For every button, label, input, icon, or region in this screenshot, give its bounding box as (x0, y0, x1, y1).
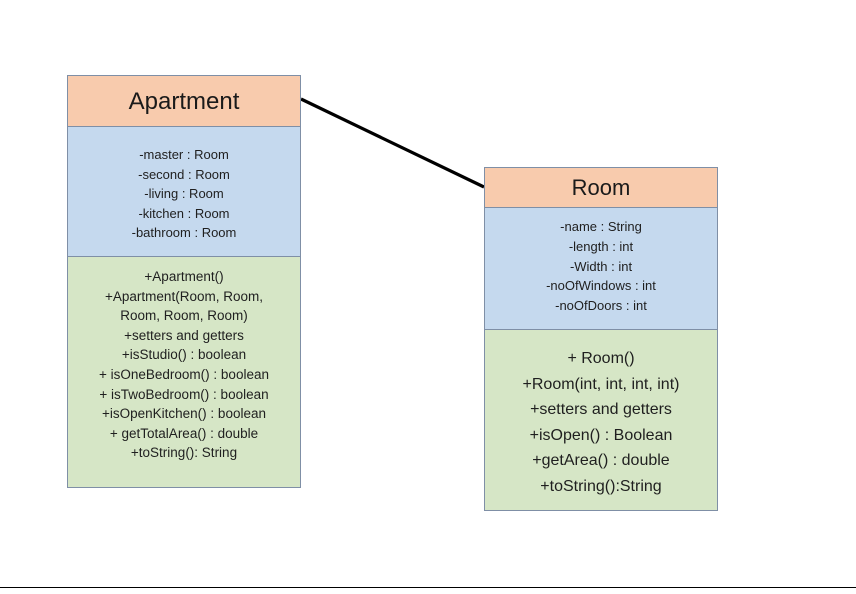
room-attribute: -noOfDoors : int (555, 298, 647, 314)
room-attribute: -name : String (560, 219, 642, 234)
room-attribute: -noOfWindows : int (546, 278, 656, 294)
apartment-attributes: -master : Room -second : Room -living : … (68, 127, 300, 257)
room-method: +isOpen() : Boolean (529, 426, 673, 444)
apartment-method: + isTwoBedroom() : boolean (99, 386, 269, 402)
room-class-box: Room -name : String -length : int -Width… (484, 167, 718, 511)
apartment-method: +Apartment() (144, 269, 224, 284)
apartment-method: +toString(): String (130, 445, 238, 461)
apartment-class-name: Apartment (68, 76, 300, 127)
apartment-attribute: -bathroom : Room (131, 225, 237, 240)
room-method: +toString():String (540, 477, 662, 495)
apartment-attribute: -master : Room (139, 147, 229, 162)
room-method: + Room() (567, 350, 635, 367)
room-attributes: -name : String -length : int -Width : in… (485, 208, 717, 330)
apartment-method: +Apartment(Room, Room, (105, 288, 263, 304)
bottom-divider (0, 587, 856, 588)
apartment-methods: +Apartment() +Apartment(Room, Room, Room… (68, 257, 300, 487)
room-methods: + Room() +Room(int, int, int, int) +sett… (485, 330, 717, 510)
room-attribute: -Width : int (569, 258, 633, 274)
apartment-room-association (300, 97, 485, 189)
room-attribute: -length : int (568, 238, 634, 254)
apartment-attribute: -kitchen : Room (138, 205, 230, 221)
apartment-method: +isStudio() : boolean (121, 347, 247, 363)
room-method: +Room(int, int, int, int) (522, 375, 680, 393)
room-method: +getArea() : double (532, 452, 670, 469)
apartment-method: +setters and getters (124, 327, 244, 343)
room-class-name: Room (485, 168, 717, 208)
room-method: +setters and getters (530, 401, 672, 418)
apartment-class-box: Apartment -master : Room -second : Room … (67, 75, 301, 488)
apartment-attribute: -living : Room (144, 186, 224, 201)
apartment-method: + getTotalArea() : double (109, 425, 259, 441)
apartment-method: +isOpenKitchen() : boolean (102, 406, 266, 422)
apartment-method: + isOneBedroom() : boolean (99, 366, 269, 382)
apartment-method: Room, Room, Room) (120, 308, 248, 324)
apartment-attribute: -second : Room (138, 166, 230, 182)
